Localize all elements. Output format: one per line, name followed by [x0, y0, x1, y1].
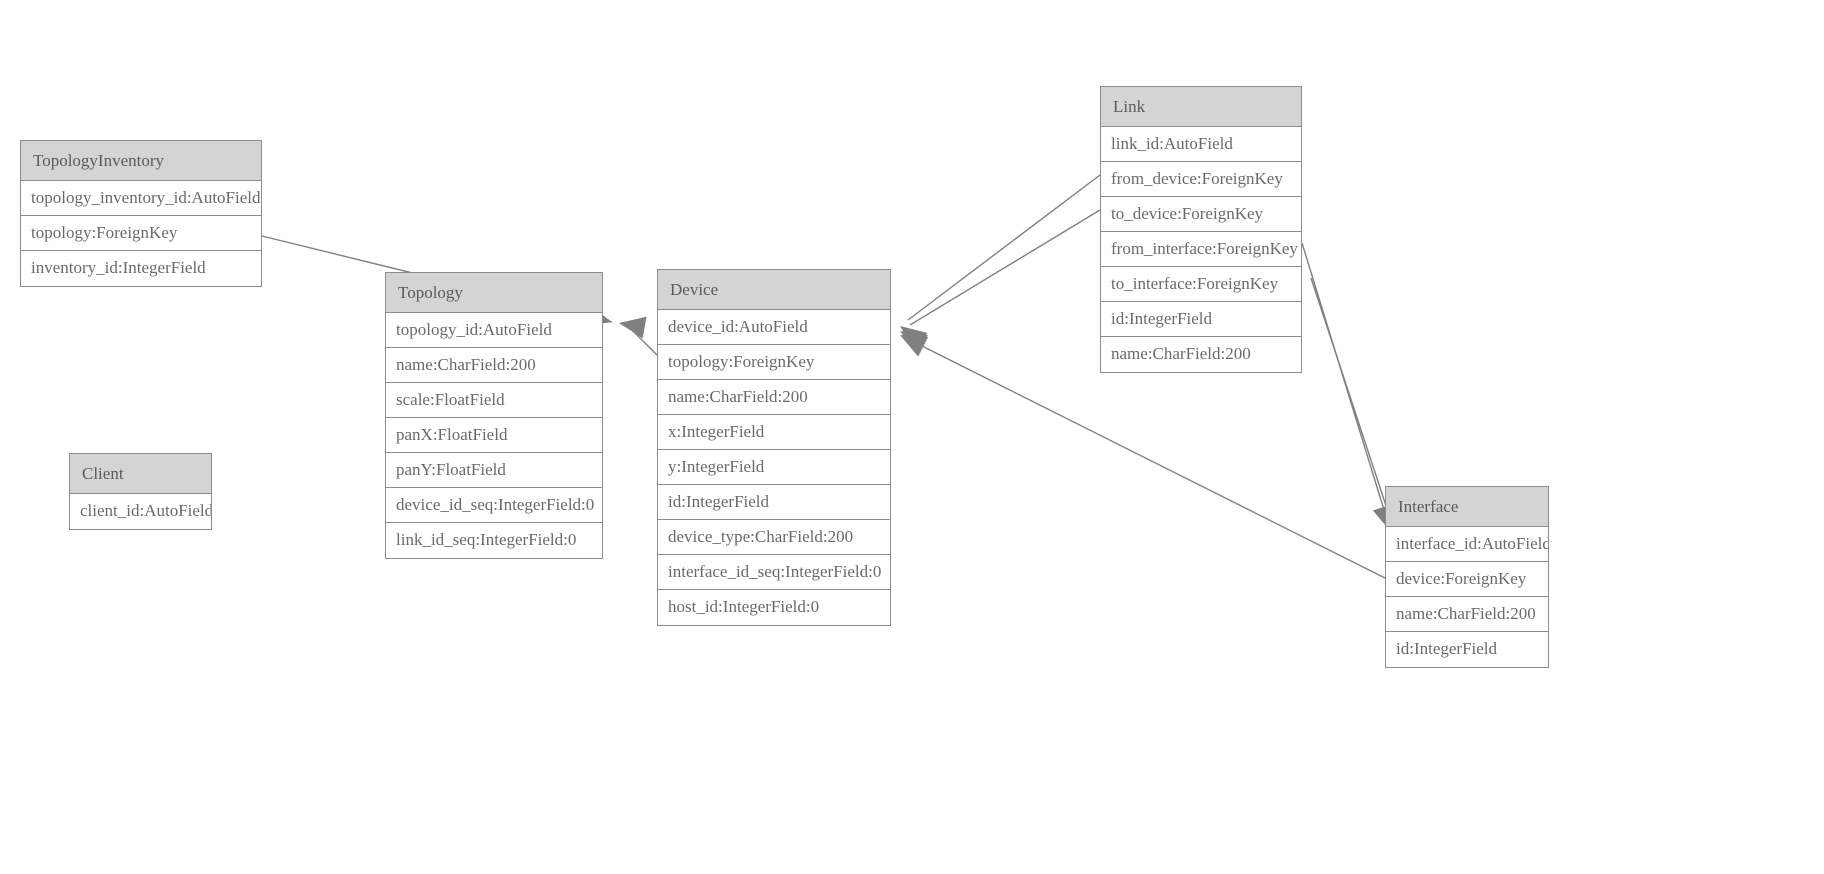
entity-field: device:ForeignKey [1386, 562, 1548, 597]
entity-field: name:CharField:200 [1386, 597, 1548, 632]
rel-device-topology [619, 316, 658, 356]
entity-field: link_id:AutoField [1101, 127, 1301, 162]
entity-field: y:IntegerField [658, 450, 890, 485]
relationship-arrowhead [900, 326, 928, 351]
relationship-arrowhead [619, 316, 647, 339]
entity-field: id:IntegerField [1386, 632, 1548, 667]
entity-title-device: Device [658, 270, 890, 310]
entity-field: device_id_seq:IntegerField:0 [386, 488, 602, 523]
rel-link-fromdevice-device [900, 174, 1101, 351]
entity-field: to_device:ForeignKey [1101, 197, 1301, 232]
entity-field: from_interface:ForeignKey [1101, 232, 1301, 267]
entity-field: panX:FloatField [386, 418, 602, 453]
entity-field: client_id:AutoField [70, 494, 211, 529]
relationship-arrowhead [900, 331, 928, 354]
entity-field: from_device:ForeignKey [1101, 162, 1301, 197]
relationship-arrowhead [900, 335, 929, 357]
entity-field: name:CharField:200 [658, 380, 890, 415]
entity-field: name:CharField:200 [1101, 337, 1301, 372]
entity-field: topology_id:AutoField [386, 313, 602, 348]
entity-field: panY:FloatField [386, 453, 602, 488]
entity-field: inventory_id:IntegerField [21, 251, 261, 286]
entity-field: interface_id_seq:IntegerField:0 [658, 555, 890, 590]
entity-title-link: Link [1101, 87, 1301, 127]
entity-field: topology:ForeignKey [658, 345, 890, 380]
entity-field: to_interface:ForeignKey [1101, 267, 1301, 302]
entity-title-client: Client [70, 454, 211, 494]
entity-field: scale:FloatField [386, 383, 602, 418]
entity-title-topology: Topology [386, 273, 602, 313]
entity-field: interface_id:AutoField [1386, 527, 1548, 562]
entity-field: x:IntegerField [658, 415, 890, 450]
entity-field: topology:ForeignKey [21, 216, 261, 251]
entity-field: device_id:AutoField [658, 310, 890, 345]
entity-title-topology_inventory: TopologyInventory [21, 141, 261, 181]
entity-field: link_id_seq:IntegerField:0 [386, 523, 602, 558]
rel-link-todevice-device [900, 209, 1101, 354]
entity-title-interface: Interface [1386, 487, 1548, 527]
entity-field: id:IntegerField [658, 485, 890, 520]
entity-field: host_id:IntegerField:0 [658, 590, 890, 625]
entity-field: topology_inventory_id:AutoField [21, 181, 261, 216]
entity-field: id:IntegerField [1101, 302, 1301, 337]
entity-field: name:CharField:200 [386, 348, 602, 383]
entity-field: device_type:CharField:200 [658, 520, 890, 555]
